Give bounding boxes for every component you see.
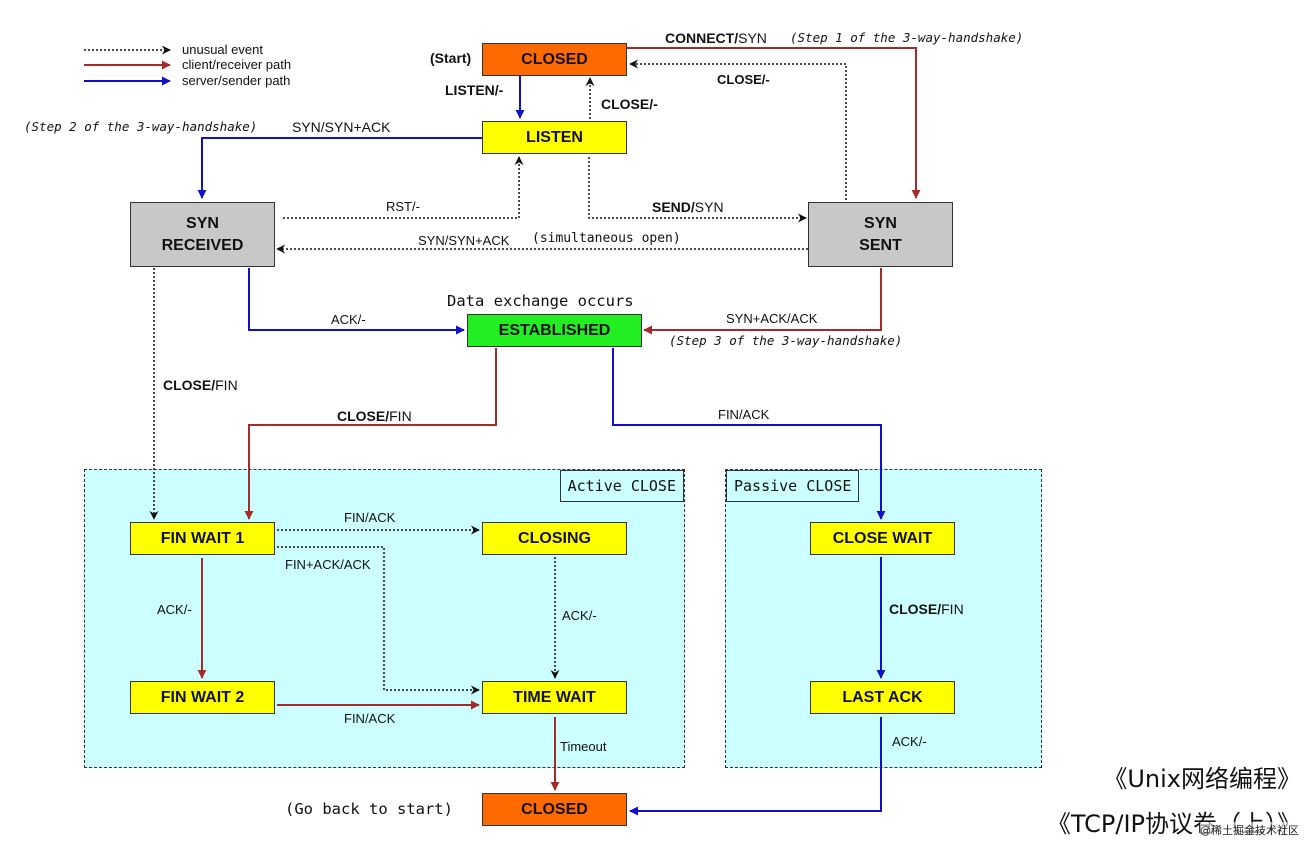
arrow-lastack-closed	[629, 717, 882, 816]
state-syn-sent: SYN SENT	[808, 202, 953, 267]
arrow-synrcvd-listen	[283, 156, 524, 219]
state-time-wait: TIME WAIT	[482, 681, 627, 714]
label-close-fin-left: CLOSE/FIN	[163, 377, 238, 393]
label-ack-closing: ACK/-	[562, 608, 597, 623]
legend-client-label: client/receiver path	[182, 57, 292, 72]
region-active-close: Active CLOSE	[84, 469, 685, 768]
label-step3: (Step 3 of the 3-way-handshake)	[669, 333, 903, 348]
label-fin-ack-finwait2: FIN/ACK	[344, 711, 396, 726]
label-fin-ack-passive: FIN/ACK	[718, 407, 770, 422]
state-closing: CLOSING	[482, 522, 627, 555]
state-fin-wait-2: FIN WAIT 2	[130, 681, 275, 714]
arrow-listen-synrcvd	[197, 137, 482, 199]
label-go-back: (Go back to start)	[285, 800, 453, 818]
label-start: (Start)	[430, 50, 472, 66]
state-established: ESTABLISHED	[467, 314, 642, 347]
state-fin-wait-1: FIN WAIT 1	[130, 522, 275, 555]
region-active-title: Active CLOSE	[559, 470, 684, 502]
label-close-synsent: CLOSE/-	[717, 72, 770, 87]
label-ack-lastack: ACK/-	[892, 734, 927, 749]
state-closed-end: CLOSED	[482, 793, 627, 826]
arrow-synsent-closed	[629, 59, 847, 200]
arrow-finwait1-timewait	[277, 546, 480, 695]
label-ack-established: ACK/-	[331, 312, 366, 327]
label-step2: (Step 2 of the 3-way-handshake)	[24, 119, 258, 134]
label-ack-finwait2: ACK/-	[157, 602, 192, 617]
state-closed-start: CLOSED	[482, 43, 627, 76]
label-close-listen: CLOSE/-	[601, 96, 658, 112]
state-last-ack: LAST ACK	[810, 681, 955, 714]
label-data-exchange: Data exchange occurs	[447, 292, 634, 310]
region-passive-title: Passive CLOSE	[726, 470, 860, 502]
label-fin-ack-closing: FIN/ACK	[344, 510, 396, 525]
label-synack-ack: SYN+ACK/ACK	[726, 311, 818, 326]
state-listen: LISTEN	[482, 121, 627, 154]
arrow-established-closewait	[612, 348, 886, 520]
label-close-fin-mid: CLOSE/FIN	[337, 408, 412, 424]
label-step1: (Step 1 of the 3-way-handshake)	[790, 30, 1024, 45]
watermark: @稀土掘金技术社区	[1200, 822, 1299, 838]
label-finack-ack: FIN+ACK/ACK	[285, 557, 371, 572]
arrow-synsent-established	[643, 268, 882, 335]
label-simultaneous-a: SYN/SYN+ACK	[418, 233, 510, 248]
arrow-closed-synsent	[627, 47, 921, 199]
legend-server-label: server/sender path	[182, 73, 291, 88]
state-syn-received: SYN RECEIVED	[130, 202, 275, 267]
label-rst: RST/-	[386, 199, 420, 214]
label-syn-synack: SYN/SYN+ACK	[292, 119, 391, 135]
arrow-listen-synsent	[588, 157, 807, 223]
label-send: SEND/SYN	[652, 199, 724, 215]
label-simultaneous-b: (simultaneous open)	[532, 231, 681, 246]
book-title-unix: 《Unix网络编程》	[1103, 765, 1301, 793]
label-timeout: Timeout	[560, 739, 607, 754]
label-listen-transition: LISTEN/-	[445, 82, 504, 98]
label-connect: CONNECT/SYN	[665, 30, 767, 46]
label-close-fin-closewait: CLOSE/FIN	[889, 601, 964, 617]
arrow-established-finwait1	[244, 348, 497, 520]
state-close-wait: CLOSE WAIT	[810, 522, 955, 555]
legend-unusual-label: unusual event	[182, 42, 263, 57]
arrow-synrcvd-established	[248, 268, 465, 335]
